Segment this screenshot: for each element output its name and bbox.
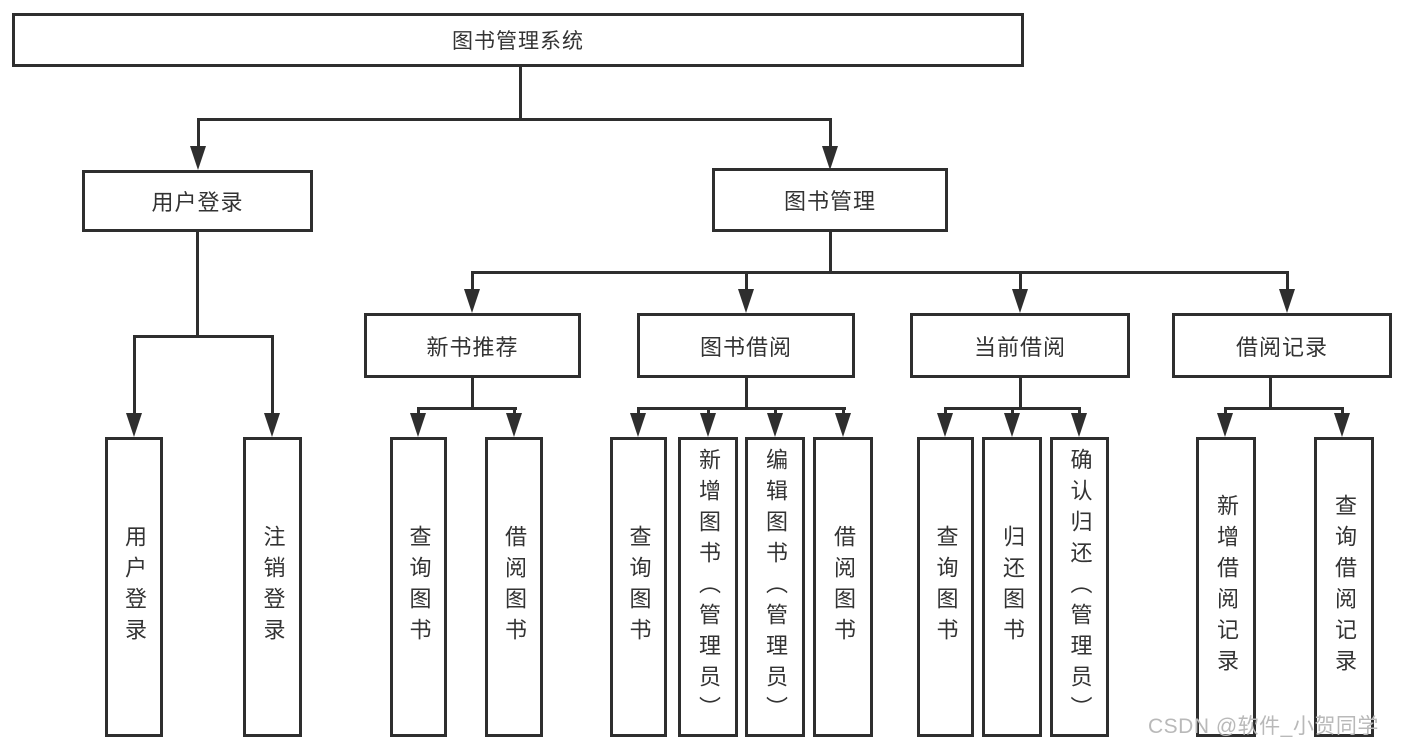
connector-section-vline	[745, 378, 748, 410]
branch-user-login: 用户登录	[82, 170, 313, 232]
leaf-current-confirm-return-label: 确认归还（管理员）	[1067, 447, 1093, 727]
leaf-logout: 注销登录	[243, 437, 302, 737]
leaf-current-query-books-label: 查询图书	[933, 525, 959, 649]
section-current-borrow-label: 当前借阅	[973, 334, 1066, 360]
section-current-borrow: 当前借阅	[910, 313, 1130, 378]
connector-section-hline	[417, 407, 517, 410]
leaf-borrow-edit-books-label: 编辑图书（管理员）	[763, 447, 788, 727]
root-node-label: 图书管理系统	[452, 30, 584, 53]
connector-stub	[1341, 407, 1344, 417]
connector-stub	[133, 335, 136, 417]
leaf-borrow-query-books: 查询图书	[610, 437, 667, 737]
leaf-logout-label: 注销登录	[260, 525, 286, 649]
connector-login-hline	[133, 335, 274, 338]
connector-root-hline	[198, 118, 832, 121]
arrow-down-icon	[410, 413, 426, 437]
arrow-down-icon	[264, 413, 280, 437]
connector-mgmt-hline	[471, 271, 1289, 274]
connector-stub	[471, 271, 474, 292]
connector-stub	[1286, 271, 1289, 292]
connector-stub	[842, 407, 845, 417]
leaf-records-add-record-label: 新增借阅记录	[1214, 494, 1239, 680]
arrow-down-icon	[1279, 289, 1295, 313]
connector-root-vline	[519, 67, 522, 118]
leaf-current-query-books: 查询图书	[917, 437, 974, 737]
connector-stub	[637, 407, 640, 417]
connector-stub	[271, 335, 274, 417]
arrow-down-icon	[700, 413, 716, 437]
connector-section-hline	[1224, 407, 1344, 410]
section-book-borrow-label: 图书借阅	[699, 334, 792, 360]
leaf-borrow-borrow-books-label: 借阅图书	[831, 525, 856, 649]
connector-section-vline	[471, 378, 474, 410]
csdn-watermark: CSDN @软件_小贺同学	[1148, 715, 1379, 738]
arrow-down-icon	[1334, 413, 1350, 437]
section-borrow-records: 借阅记录	[1172, 313, 1392, 378]
connector-stub	[1224, 407, 1227, 417]
section-new-book-recommend: 新书推荐	[364, 313, 581, 378]
leaf-borrow-add-books: 新增图书（管理员）	[678, 437, 738, 737]
leaf-recommend-query-books: 查询图书	[390, 437, 447, 737]
arrow-down-icon	[1004, 413, 1020, 437]
connector-section-hline	[637, 407, 846, 410]
arrow-down-icon	[126, 413, 142, 437]
arrow-down-icon	[822, 146, 838, 170]
branch-book-mgmt-label: 图书管理	[783, 189, 876, 214]
connector-mgmt-vline	[829, 232, 832, 274]
connector-stub	[745, 271, 748, 292]
connector-section-vline	[1019, 378, 1022, 410]
leaf-recommend-borrow-books: 借阅图书	[485, 437, 543, 737]
section-new-book-recommend-label: 新书推荐	[426, 334, 519, 360]
connector-section-vline	[1269, 378, 1272, 410]
arrow-down-icon	[767, 413, 783, 437]
connector-stub	[417, 407, 420, 417]
connector-stub	[707, 407, 710, 417]
leaf-recommend-query-books-label: 查询图书	[406, 525, 432, 649]
leaf-records-query-record-label: 查询借阅记录	[1332, 494, 1357, 680]
arrow-down-icon	[506, 413, 522, 437]
leaf-current-return-books: 归还图书	[982, 437, 1042, 737]
connector-stub	[1011, 407, 1014, 417]
section-borrow-records-label: 借阅记录	[1235, 334, 1328, 360]
arrow-down-icon	[630, 413, 646, 437]
leaf-user-login-label: 用户登录	[122, 525, 147, 649]
arrow-down-icon	[1071, 413, 1087, 437]
leaf-borrow-edit-books: 编辑图书（管理员）	[745, 437, 805, 737]
connector-stub	[944, 407, 947, 417]
leaf-current-confirm-return: 确认归还（管理员）	[1050, 437, 1109, 737]
arrow-down-icon	[937, 413, 953, 437]
leaf-borrow-borrow-books: 借阅图书	[813, 437, 873, 737]
arrow-down-icon	[738, 289, 754, 313]
leaf-borrow-add-books-label: 新增图书（管理员）	[696, 447, 721, 727]
leaf-recommend-borrow-books-label: 借阅图书	[502, 525, 527, 649]
arrow-down-icon	[1217, 413, 1233, 437]
root-node: 图书管理系统	[12, 13, 1024, 67]
arrow-down-icon	[464, 289, 480, 313]
leaf-borrow-query-books-label: 查询图书	[626, 525, 652, 649]
connector-stub	[197, 118, 200, 151]
connector-stub	[1078, 407, 1081, 417]
connector-stub	[513, 407, 516, 417]
arrow-down-icon	[835, 413, 851, 437]
branch-user-login-label: 用户登录	[151, 190, 244, 215]
leaf-records-query-record: 查询借阅记录	[1314, 437, 1374, 737]
leaf-current-return-books-label: 归还图书	[1000, 525, 1025, 649]
connector-stub	[829, 118, 832, 151]
branch-book-mgmt: 图书管理	[712, 168, 948, 232]
arrow-down-icon	[1012, 289, 1028, 313]
leaf-records-add-record: 新增借阅记录	[1196, 437, 1256, 737]
connector-login-vline	[196, 232, 199, 336]
section-book-borrow: 图书借阅	[637, 313, 855, 378]
arrow-down-icon	[190, 146, 206, 170]
connector-stub	[1019, 271, 1022, 292]
leaf-user-login: 用户登录	[105, 437, 163, 737]
connector-stub	[774, 407, 777, 417]
